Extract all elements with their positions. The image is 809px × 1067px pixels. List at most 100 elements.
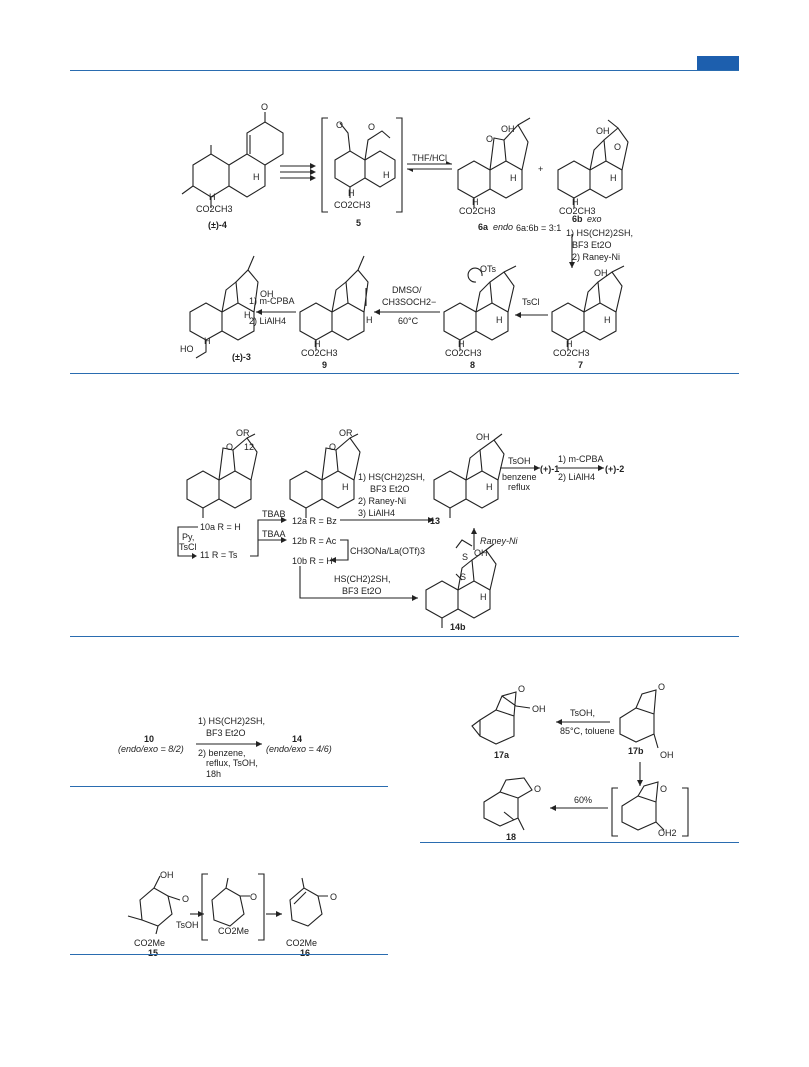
cond-line3: 2) benzene, (198, 748, 246, 758)
o-label-6a: O (486, 134, 493, 144)
h-label-4b: H (209, 192, 216, 202)
label-compound-5: 5 (356, 218, 361, 228)
structure-3 (189, 255, 259, 359)
cond-line5: 18h (206, 769, 221, 779)
h-label-12: H (342, 482, 349, 492)
co2ch3-label-7: CO2CH3 (553, 348, 590, 358)
yield-label: 60% (574, 795, 592, 805)
co2ch3-label-4: CO2CH3 (196, 204, 233, 214)
scheme2-rule (70, 636, 739, 637)
co2ch3-label-5: CO2CH3 (334, 200, 371, 210)
tbab-label: TBAB (262, 509, 286, 519)
structure-15 (127, 875, 181, 935)
scheme-4: O OH 17a TsOH, 85°C, toluene O OH 17b O … (471, 682, 689, 842)
ketone-int-5: O (250, 892, 257, 902)
oh-label-6b: OH (596, 126, 610, 136)
scheme-3: 10 (endo/exo = 8/2) 1) HS(CH2)2SH, BF3 E… (118, 716, 332, 779)
steps-12-13-d: 3) LiAlH4 (358, 508, 395, 518)
oh-label-14b: OH (474, 548, 488, 558)
ratio-14: (endo/exo = 4/6) (266, 744, 332, 754)
mcpba-label-2a: 1) m-CPBA (558, 454, 604, 464)
structure-13 (433, 433, 505, 518)
arrowhead-12b-10b (330, 557, 336, 563)
label-compound-3: (±)-3 (232, 352, 251, 362)
scheme4-rule (420, 842, 739, 843)
h-label-5b: H (383, 170, 390, 180)
h-label-5: H (348, 188, 355, 198)
label-compound-6a: 6a (478, 222, 489, 232)
label-compound-1: (+)-1 (540, 464, 559, 474)
hs-label-b: BF3 Et2O (342, 586, 382, 596)
h-label-14b: H (480, 592, 487, 602)
h-label-6b: H (610, 173, 617, 183)
s-label-2: S (460, 572, 466, 582)
arrow-12b-10b (330, 539, 349, 561)
h-label-6b-b: H (572, 197, 579, 207)
raney-label: Raney-Ni (480, 536, 519, 546)
oh-label-7: OH (594, 268, 608, 278)
label-15: 15 (148, 948, 158, 958)
step-6-7-line2: BF3 Et2O (572, 240, 612, 250)
h-label-9: H (366, 315, 373, 325)
hs-label-a: HS(CH2)2SH, (334, 574, 391, 584)
structure-16 (289, 877, 328, 927)
triple-arrow (280, 163, 316, 181)
label-endo-6a: endo (493, 222, 513, 232)
o-label-10: O (226, 442, 233, 452)
label-compound-6b: 6b (572, 214, 583, 224)
reflux-label: reflux (508, 482, 531, 492)
thf-hcl-label: THF/HCl (412, 153, 447, 163)
co2ch3-label-8: CO2CH3 (445, 348, 482, 358)
arrow-10a-11 (177, 526, 198, 557)
tsoh-label-5: TsOH (176, 920, 199, 930)
or-label-10: OR (236, 428, 250, 438)
label-compound-7: 7 (578, 360, 583, 370)
o-label-12: O (329, 442, 336, 452)
h-label-6a: H (510, 173, 517, 183)
aldehyde-o-5: O (336, 120, 343, 130)
structure-17a (471, 691, 531, 745)
label-compound-13: 13 (430, 516, 440, 526)
arrowhead-int-18 (550, 805, 556, 811)
scheme1-rule (70, 373, 739, 374)
or-label-12: OR (339, 428, 353, 438)
label-exo-6b: exo (587, 214, 602, 224)
structure-7 (551, 265, 625, 350)
label-12b: 12b R = Ac (292, 536, 337, 546)
arrowhead-13-1 (534, 465, 540, 471)
scheme-5: OH O CO2Me 15 TsOH O CO2Me O CO2Me 16 (127, 870, 337, 958)
dmso-label-3: 60°C (398, 316, 419, 326)
label-compound-9: 9 (322, 360, 327, 370)
scheme5-rule (70, 954, 388, 955)
benzene-label: benzene (502, 472, 537, 482)
h-label-6a-b: H (472, 197, 479, 207)
equilibrium-arrow (407, 161, 452, 172)
scheme-2: OR O 12 10a R = H Py, TsCl 11 R = Ts TBA… (177, 428, 624, 632)
label-10a: 10a R = H (200, 522, 241, 532)
oh-15: OH (160, 870, 174, 880)
arrowhead-10a-11 (192, 553, 197, 559)
ratio-10: (endo/exo = 8/2) (118, 744, 184, 754)
h-label-7: H (604, 315, 611, 325)
structure-6a (457, 117, 531, 208)
dmso-label-1: DMSO/ (392, 285, 422, 295)
label-compound-4: (±)-4 (208, 220, 227, 230)
h-label-4: H (253, 172, 260, 182)
ketone-15: O (182, 894, 189, 904)
structure-10 (186, 433, 258, 518)
arrowhead-17b-down (637, 780, 643, 786)
temp-label-4: 85°C, toluene (560, 726, 615, 736)
structure-8 (443, 265, 517, 350)
scheme-1: O H H CO2CH3 (±)-4 O O H H CO2CH3 5 THF/… (180, 102, 633, 370)
arrowhead-12a-13 (428, 517, 434, 523)
ots-label-8: OTs (480, 264, 497, 274)
cond-line2: BF3 Et2O (206, 728, 246, 738)
bracket-intermediate (611, 781, 689, 837)
h-label-8b: H (458, 339, 465, 349)
label-18: 18 (506, 832, 516, 842)
co2me-16: CO2Me (286, 938, 317, 948)
arrowhead-15-int (198, 911, 204, 917)
label-16: 16 (300, 948, 310, 958)
h-label-3: H (244, 310, 251, 320)
label-compound-14: 14 (292, 734, 302, 744)
